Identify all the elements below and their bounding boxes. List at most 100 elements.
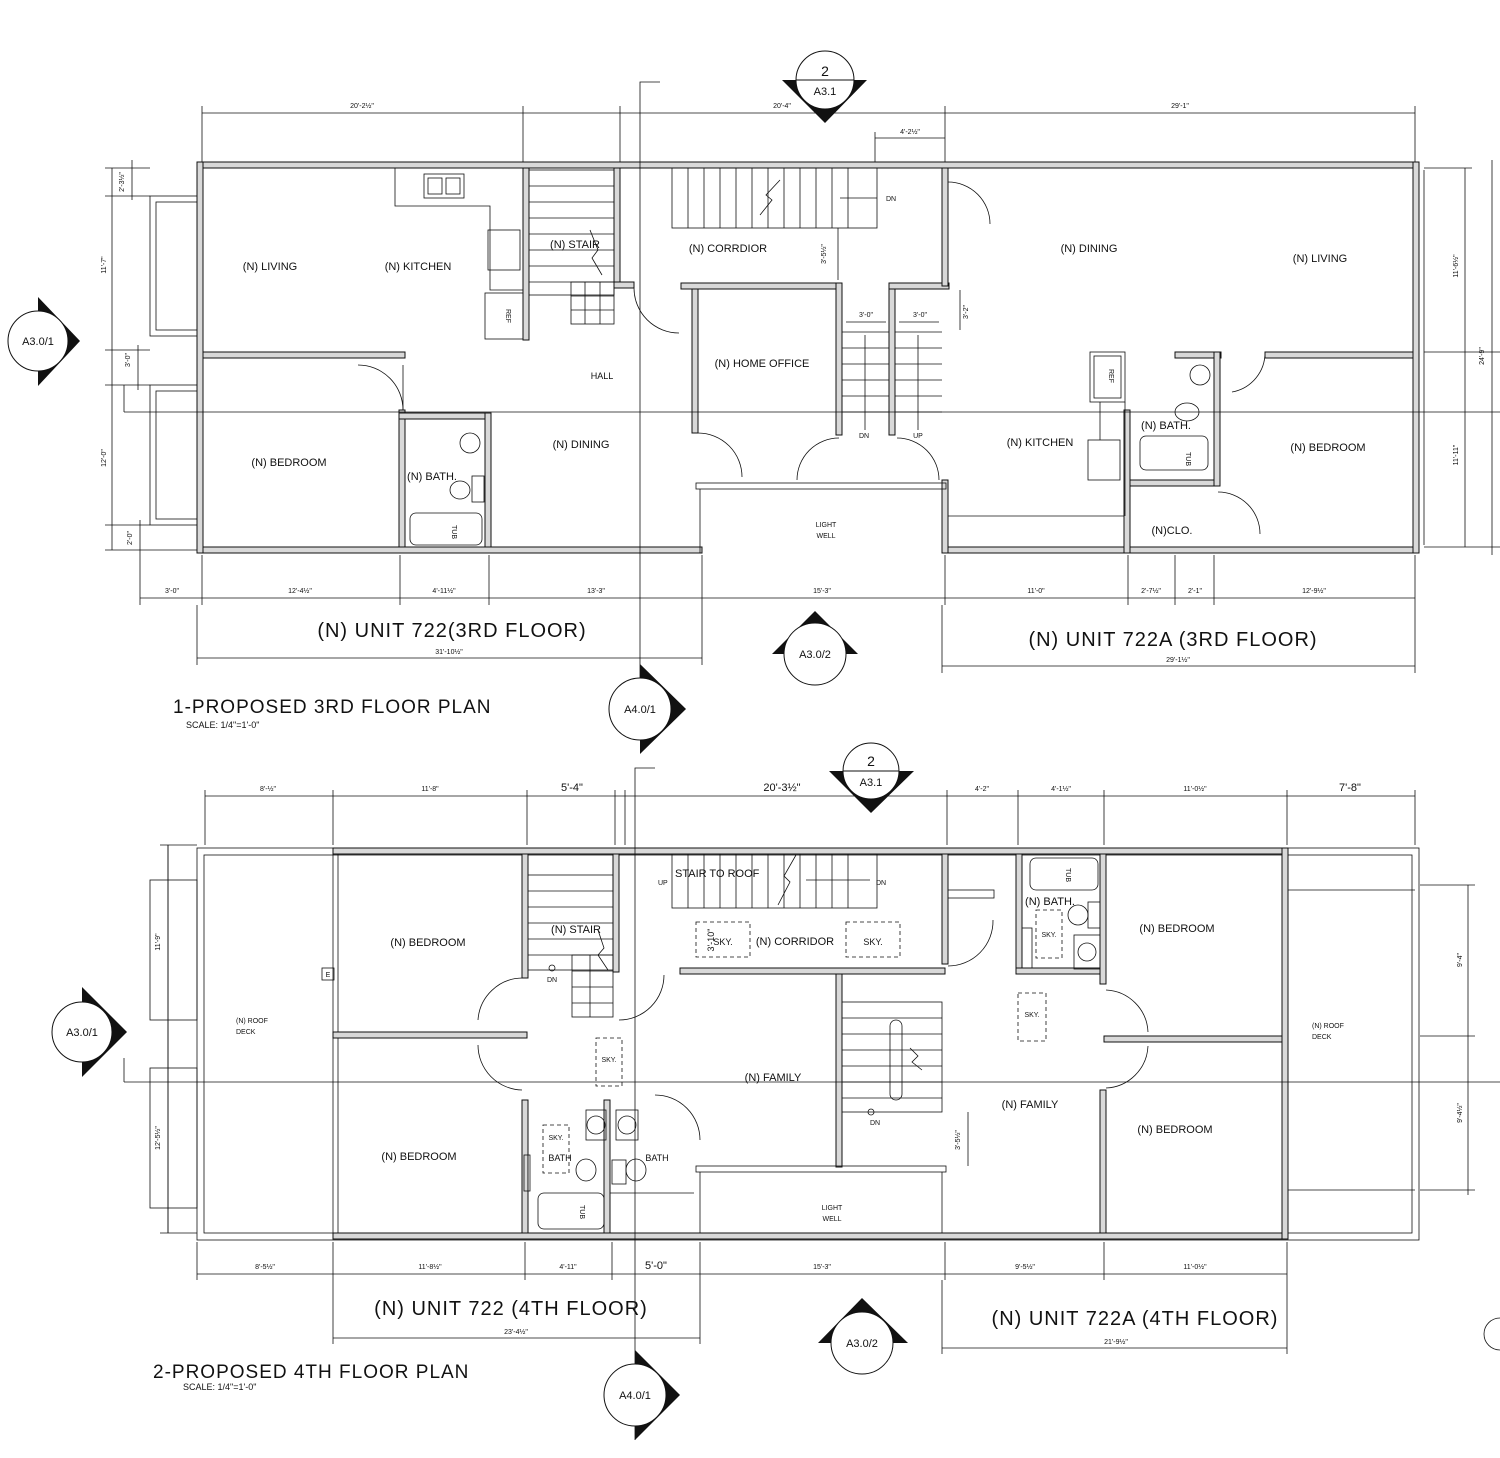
room-family-right-4th: (N) FAMILY [1002, 1099, 1059, 1111]
wall-office-east [835, 282, 843, 436]
wall-bath-r-south [1123, 479, 1221, 487]
dim-4th-top-4: 20'-3½" [763, 782, 800, 794]
room-living-right: (N) LIVING [1293, 253, 1347, 265]
baths-left-4th-fixtures [523, 1109, 694, 1230]
room-bedroom-left: (N) BEDROOM [251, 457, 326, 469]
cut-line-4th [634, 767, 655, 1440]
dim-4th-top-8: 7'-8" [1339, 782, 1361, 794]
roof-deck-right-2: DECK [1312, 1034, 1332, 1041]
dim-4th-top-1: 8'-½" [260, 785, 276, 793]
room-bath-left-4th-2: BATH [645, 1153, 668, 1163]
dim-4th-top-7: 11'-0½" [1183, 785, 1207, 793]
stair-to-roof [671, 853, 878, 909]
stair-top-dn: DN [886, 196, 896, 203]
tub-left-4th: TUB [578, 1205, 585, 1219]
room-bedroom-br-4th: (N) BEDROOM [1137, 1124, 1212, 1136]
dim-4th-mid: 3'-5½" [954, 1130, 962, 1150]
dim-bottom-6: 11'-0" [1027, 588, 1045, 595]
unit-label-722-3rd: (N) UNIT 722(3RD FLOOR) [317, 620, 586, 642]
dim-4th-overall-left: 23'-4½" [504, 1328, 528, 1336]
wall-corridor-east [941, 853, 949, 965]
top-dimension-lines-4th [204, 790, 1416, 845]
wall-bath-r-east [1213, 351, 1221, 487]
unit-label-722-4th: (N) UNIT 722 (4TH FLOOR) [374, 1298, 648, 1320]
dim-4th-bottom-7: 11'-0½" [1183, 1263, 1207, 1271]
plan-scale-3rd: SCALE: 1/4"=1'-0" [186, 720, 259, 730]
room-dining-left: (N) DINING [553, 439, 610, 451]
room-stair-4th: (N) STAIR [551, 924, 601, 936]
light-well-3rd-1: LIGHT [816, 522, 837, 529]
bay-window-left [149, 168, 198, 547]
dim-left-2: 11'-7" [101, 256, 108, 274]
wall-bath-r-east-4th [1099, 853, 1107, 985]
wall-living-bedroom [202, 351, 406, 359]
sky-right: SKY. [1024, 1012, 1039, 1019]
dim-bottom-8: 2'-1" [1188, 588, 1202, 595]
room-bedroom-bl-4th: (N) BEDROOM [381, 1151, 456, 1163]
marker-cut-4th-ref: A4.0/1 [619, 1390, 651, 1402]
room-stair-3rd: (N) STAIR [550, 239, 600, 251]
marker-cut-3rd-ref: A4.0/1 [624, 704, 656, 716]
wall-office-west [691, 282, 699, 434]
sky-bath-right: SKY. [1041, 932, 1056, 939]
dim-left-3: 3'-0" [125, 353, 132, 367]
tub-right-4th: TUB [1064, 868, 1071, 882]
stair-corridor-top [671, 167, 878, 229]
wall-south-4th [332, 1232, 1289, 1240]
dim-bottom-5: 15'-3" [813, 588, 831, 595]
top-dimension-lines [201, 106, 1416, 165]
wall-corridor-south [679, 967, 946, 975]
wall-west [196, 161, 204, 554]
plan-4th-floor: 8'-½" 11'-8" 5'-4" 20'-3½" 4'-2" 4'-1½" … [51, 742, 1500, 1440]
marker-bottom-3rd-ref: A3.0/2 [799, 649, 831, 661]
room-closet: (N)CLO. [1152, 525, 1193, 537]
roof-deck-right-1: (N) ROOF [1312, 1023, 1344, 1030]
dim-stair-h1: 3'-2" [963, 305, 970, 319]
stair-to-roof-label: STAIR TO ROOF [675, 868, 760, 880]
doors-3rd [357, 181, 1266, 535]
sky-bath-left: SKY. [548, 1135, 563, 1142]
section-marker-top-4th-ref: A3.1 [860, 777, 883, 789]
dim-4th-top-5: 4'-2" [975, 786, 989, 793]
room-bedroom-right: (N) BEDROOM [1290, 442, 1365, 454]
section-marker-top-4th: 2 A3.1 [829, 742, 914, 813]
room-home-office: (N) HOME OFFICE [715, 358, 810, 370]
sky-corridor-1: SKY. [713, 937, 732, 947]
wall-east-4th [1281, 847, 1289, 1240]
wall-bedrooms-divider-r [1103, 1035, 1283, 1043]
bath-right-4th-fixtures [1021, 857, 1101, 970]
unit-label-722a-4th: (N) UNIT 722A (4TH FLOOR) [992, 1308, 1279, 1330]
dim-4th-overall-right: 21'-9½" [1104, 1338, 1128, 1346]
room-bath-right-4th: (N) BATH. [1025, 896, 1075, 908]
section-marker-bottom-4th: A3.0/2 [818, 1298, 908, 1375]
dim-left-4: 12'-0" [101, 449, 108, 467]
room-bedroom-tl-4th: (N) BEDROOM [390, 937, 465, 949]
light-well-3rd [695, 482, 947, 553]
dim-bottom-9: 12'-9½" [1302, 587, 1326, 595]
marker-bottom-4th-ref: A3.0/2 [846, 1338, 878, 1350]
plan-3rd-floor: 20'-2½" 20'-4" 29'-1" 4'-2½" [7, 50, 1500, 754]
wall-bath-r-north [1174, 351, 1222, 359]
room-bath-left: (N) BATH. [407, 471, 457, 483]
kitchen-right [948, 351, 1126, 517]
kitchen-counter-left [394, 168, 524, 340]
dim-left-1: 2'-3½" [118, 172, 126, 192]
wall-north-4th [332, 847, 1289, 855]
light-well-4th-1: LIGHT [822, 1205, 843, 1212]
electrical-box [321, 967, 335, 981]
wall-north [196, 161, 1420, 169]
wall-bath-north [398, 412, 490, 420]
dim-top-4: 4'-2½" [900, 128, 920, 136]
bottom-dimension-lines [139, 555, 1416, 673]
dim-4th-right-1: 9'-4" [1457, 953, 1464, 967]
dim-overall-right: 29'-1½" [1166, 656, 1190, 664]
side-dimension-lines-4th [167, 845, 1475, 1233]
tub-left: TUB [450, 525, 457, 539]
stair-up: UP [913, 433, 923, 440]
dim-bottom-4: 13'-3" [587, 588, 605, 595]
room-bedroom-tr-4th: (N) BEDROOM [1139, 923, 1214, 935]
room-family-left-4th: (N) FAMILY [745, 1072, 802, 1084]
wall-bath-east [484, 412, 492, 548]
dim-4th-bottom-1: 8'-5½" [255, 1263, 275, 1271]
windows-right [1418, 170, 1425, 545]
